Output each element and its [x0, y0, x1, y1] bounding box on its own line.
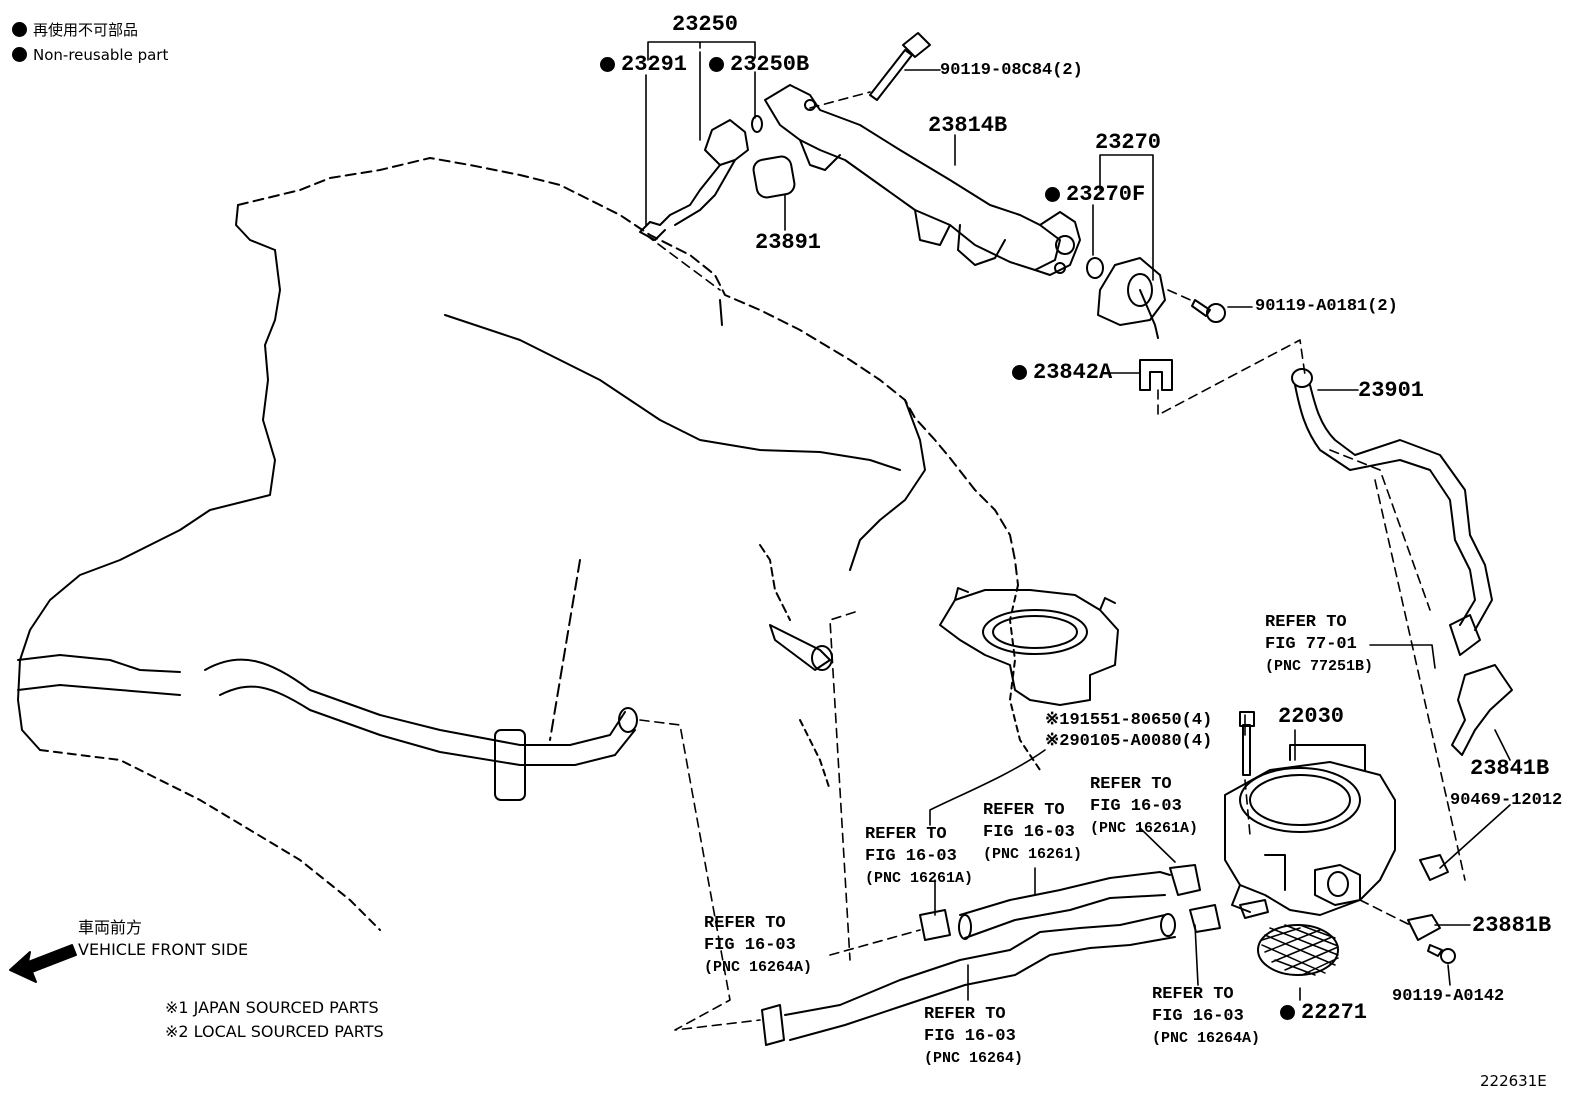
refer-line1: REFER TO: [1265, 613, 1347, 632]
front-arrow-icon: [9, 944, 77, 983]
part-label-90119-08C84: 90119-08C84(2): [940, 61, 1083, 80]
part-label-22271: 22271: [1280, 1002, 1367, 1024]
refer-line1: REFER TO: [865, 825, 947, 844]
refer-pnc: (PNC 77251B): [1265, 658, 1374, 675]
note-japan-sourced: ※1 JAPAN SOURCED PARTS: [165, 998, 379, 1017]
leader-lines: [645, 41, 1511, 1001]
part-label-90119-A0142: 90119-A0142: [1392, 987, 1505, 1006]
refer-callout-16264A-left: REFER TO FIG 16-03 (PNC 16264A): [704, 913, 812, 979]
part-label-90119-A0181: 90119-A0181(2): [1255, 297, 1398, 316]
refer-pnc: (PNC 16264A): [1152, 1030, 1261, 1047]
clip-23842A: [1139, 359, 1173, 391]
gasket-22271: [1257, 924, 1339, 976]
non-reusable-dot-icon: [600, 57, 615, 72]
refer-line1: REFER TO: [1152, 985, 1234, 1004]
engine-block-outline: [17, 157, 1119, 931]
refer-line1: REFER TO: [704, 914, 786, 933]
bullet-dot-icon: [12, 22, 27, 37]
front-label-en: VEHICLE FRONT SIDE: [78, 940, 249, 959]
note-local-sourced: ※2 LOCAL SOURCED PARTS: [165, 1022, 384, 1041]
part-label-23814B: 23814B: [928, 113, 1008, 138]
part-label-23841B: 23841B: [1470, 756, 1550, 781]
refer-line2: FIG 16-03: [1090, 797, 1182, 816]
fuel-injector: [639, 115, 796, 241]
refer-callout-77-01: REFER TO FIG 77-01 (PNC 77251B): [1265, 612, 1373, 678]
part-label-23842A: 23842A: [1012, 362, 1112, 384]
part-label-bolt-japan: ※191551-80650(4): [1045, 711, 1213, 730]
refer-line2: FIG 77-01: [1265, 635, 1357, 654]
figure-id: 222631E: [1480, 1072, 1547, 1090]
part-label-22030: 22030: [1278, 704, 1345, 729]
fuel-delivery-pipe: [764, 84, 1081, 276]
legend-nonreusable-jp: 再使用不可部品: [12, 22, 138, 38]
legend-nonreusable-en: Non-reusable part: [12, 47, 168, 63]
throttle-body: [1224, 744, 1396, 916]
part-label-23881B: 23881B: [1472, 913, 1552, 938]
refer-line1: REFER TO: [924, 1005, 1006, 1024]
part-label-23891: 23891: [755, 230, 822, 255]
refer-pnc: (PNC 16261A): [1090, 820, 1199, 837]
non-reusable-dot-icon: [709, 57, 724, 72]
refer-line1: REFER TO: [983, 801, 1065, 820]
part-label-23250: 23250: [672, 12, 739, 37]
bolt-90119-08C84: [869, 32, 931, 101]
refer-callout-16261A-upper: REFER TO FIG 16-03 (PNC 16261A): [1090, 774, 1198, 840]
refer-pnc: (PNC 16261A): [865, 870, 974, 887]
refer-line2: FIG 16-03: [983, 823, 1075, 842]
part-label-23270F: 23270F: [1045, 184, 1145, 206]
refer-callout-16261: REFER TO FIG 16-03 (PNC 16261): [983, 800, 1082, 866]
refer-pnc: (PNC 16264A): [704, 959, 813, 976]
part-label-23291: 23291: [600, 54, 687, 76]
clamp-90469-12012: [1419, 854, 1449, 881]
refer-callout-16261A-left: REFER TO FIG 16-03 (PNC 16261A): [865, 824, 973, 890]
bullet-dot-icon: [12, 47, 27, 62]
refer-line1: REFER TO: [1090, 775, 1172, 794]
refer-callout-16264: REFER TO FIG 16-03 (PNC 16264): [924, 1004, 1023, 1070]
front-label-jp: 車両前方: [78, 918, 143, 937]
part-label-23250B: 23250B: [709, 54, 809, 76]
refer-line2: FIG 16-03: [1152, 1007, 1244, 1026]
refer-callout-16264A-right: REFER TO FIG 16-03 (PNC 16264A): [1152, 984, 1260, 1050]
non-reusable-dot-icon: [1280, 1005, 1295, 1020]
part-label-23270: 23270: [1095, 130, 1162, 155]
bracket-23841B: [1451, 664, 1513, 756]
refer-pnc: (PNC 16261): [983, 846, 1083, 863]
dashed-link-lines: [639, 91, 1466, 1031]
bracket-23881B: [1407, 914, 1441, 941]
non-reusable-dot-icon: [1045, 187, 1060, 202]
part-label-23901: 23901: [1358, 378, 1425, 403]
refer-line2: FIG 16-03: [924, 1027, 1016, 1046]
stud-bolt: [1239, 711, 1255, 776]
refer-pnc: (PNC 16264): [924, 1050, 1024, 1067]
part-label-bolt-local: ※290105-A0080(4): [1045, 732, 1213, 751]
fuel-pipe-sub-assy: [1086, 257, 1166, 339]
legend-jp-text: 再使用不可部品: [33, 21, 139, 39]
part-label-90469-12012: 90469-12012: [1450, 791, 1563, 810]
non-reusable-dot-icon: [1012, 365, 1027, 380]
water-hoses: [761, 864, 1269, 1046]
fuel-hose-23901: [1291, 368, 1493, 656]
refer-line2: FIG 16-03: [704, 936, 796, 955]
legend-en-text: Non-reusable part: [33, 46, 169, 64]
bolt-90119-A0142: [1427, 944, 1456, 964]
refer-line2: FIG 16-03: [865, 847, 957, 866]
bolt-90119-A0181: [1191, 299, 1226, 323]
